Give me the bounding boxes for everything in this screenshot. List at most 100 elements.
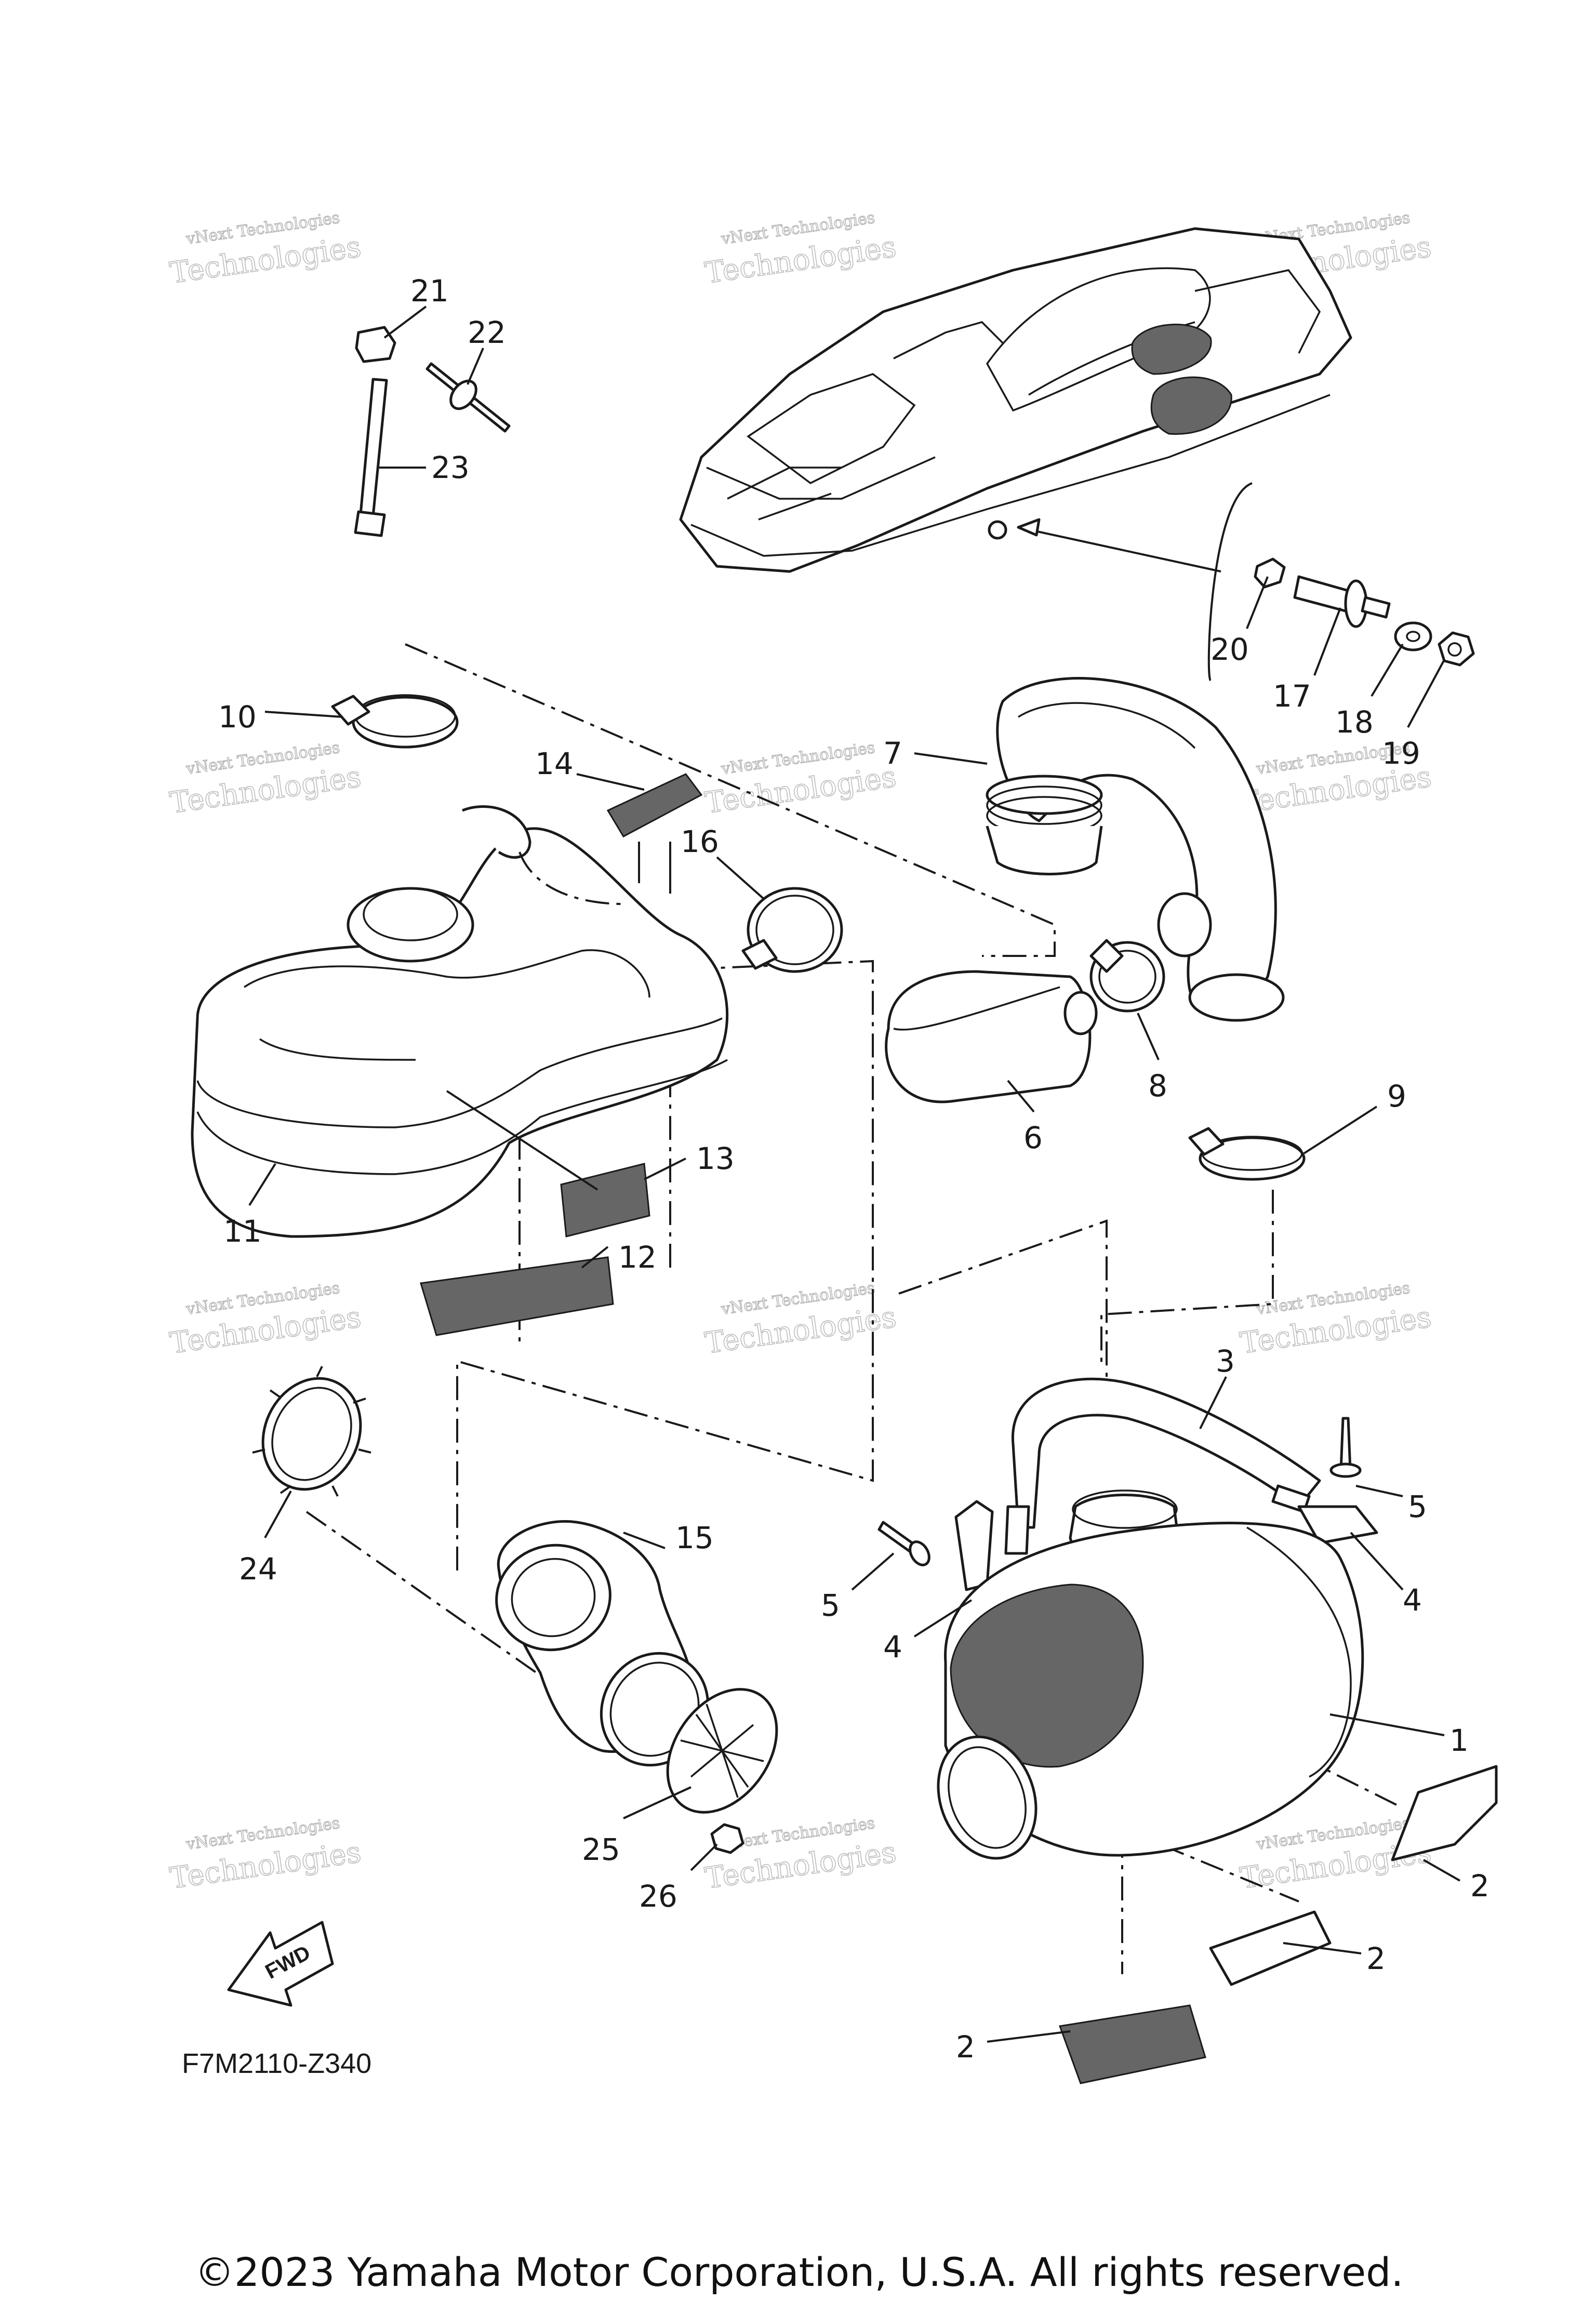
clamp-inner <box>755 895 834 965</box>
hull <box>679 227 1352 573</box>
drain-plug-location <box>988 520 1007 540</box>
seat <box>986 267 1211 412</box>
part-13-foam <box>560 1163 650 1238</box>
fitting-assembly <box>1254 557 1475 667</box>
air-box-seam <box>196 1059 728 1175</box>
part-12-pad <box>420 1256 614 1336</box>
retainer-tabs <box>252 1366 371 1497</box>
part-5-rivet-right <box>1339 1417 1352 1472</box>
leader-12 <box>581 1246 609 1269</box>
air-box-seam <box>196 1017 723 1128</box>
location-arrow <box>1018 526 1221 573</box>
air-box-panel-line <box>259 1038 416 1061</box>
leader-11 <box>248 1163 276 1206</box>
callout-9: 9 <box>1387 1079 1406 1114</box>
callout-18: 18 <box>1335 704 1374 740</box>
callout-labels: 1 2 2 2 3 4 4 5 5 6 7 8 9 10 11 12 13 14… <box>218 273 1489 2065</box>
leader-7 <box>914 752 988 765</box>
callout-10: 10 <box>218 699 257 735</box>
callout-2: 2 <box>1366 1941 1386 1976</box>
foam-lead <box>638 842 671 894</box>
airbox-highlight-upper <box>1131 324 1212 375</box>
callout-22: 22 <box>468 315 506 350</box>
part-2-pad-lower <box>1058 2004 1206 2084</box>
clamp-screw <box>741 939 778 970</box>
watercraft-overview <box>679 227 1352 682</box>
callout-15: 15 <box>675 1520 714 1555</box>
clamp-screw <box>1188 1127 1225 1156</box>
filter-edge <box>893 986 1060 1031</box>
fwd-arrow: FWD <box>227 1921 334 2007</box>
washer-hole <box>1406 631 1420 642</box>
part-21-clip <box>355 326 396 363</box>
watermark: vNext Technologies Technologies <box>702 738 899 821</box>
inlet-inner <box>363 887 458 941</box>
retainer-inner <box>271 1387 352 1481</box>
leader-24 <box>264 1491 292 1538</box>
part-6-filter <box>885 970 1092 1103</box>
part-10-clamp <box>352 696 459 749</box>
callout-21: 21 <box>410 273 449 309</box>
leader-17 <box>1313 607 1341 676</box>
leader-4 <box>913 1599 973 1638</box>
nut-hole <box>1447 642 1462 657</box>
air-box-duct <box>462 805 531 859</box>
leader-22 <box>467 348 484 385</box>
callout-25: 25 <box>582 1832 620 1867</box>
part-9-clamp <box>1199 1136 1306 1181</box>
leader-25 <box>623 1786 691 1819</box>
part-18-washer <box>1394 621 1432 651</box>
callout-12: 12 <box>618 1240 657 1275</box>
leader-15 <box>623 1532 666 1549</box>
leader-19 <box>1407 659 1445 728</box>
hose-lower-cuff <box>1188 973 1285 1022</box>
cable-tie-assembly <box>354 326 511 537</box>
watermark: vNext Technologies Technologies <box>702 208 899 291</box>
part-4-bracket-left <box>954 1500 994 1591</box>
callout-5: 5 <box>821 1588 840 1623</box>
airbox-highlight-lower <box>1150 376 1232 435</box>
part-3-strap <box>1011 1377 1321 1529</box>
callout-26: 26 <box>639 1879 677 1914</box>
part-2-pad-middle <box>1209 1910 1332 1986</box>
part-24-retainer <box>261 1377 362 1491</box>
watermark: vNext Technologies Technologies <box>167 208 364 291</box>
leader-6 <box>1007 1080 1035 1113</box>
leader-13 <box>644 1158 686 1180</box>
leader-5 <box>1355 1485 1403 1497</box>
leader-2 <box>1283 1942 1362 1954</box>
watermark: vNext Technologies Technologies <box>167 1279 364 1361</box>
callout-6: 6 <box>1023 1120 1043 1155</box>
callout-4: 4 <box>1403 1582 1422 1618</box>
part-2-pad-upper <box>1391 1765 1498 1861</box>
hull-chine <box>690 394 1331 557</box>
callout-7: 7 <box>883 736 902 771</box>
assembly-line <box>405 643 1056 957</box>
callout-8: 8 <box>1148 1068 1167 1103</box>
strap-end <box>1004 1505 1030 1555</box>
callout-24: 24 <box>239 1551 277 1587</box>
hose-cuff <box>986 775 1103 815</box>
rivet-head <box>1329 1462 1362 1478</box>
callout-19: 19 <box>1382 736 1420 771</box>
leader-2 <box>1423 1859 1460 1882</box>
leader-18 <box>1371 643 1404 697</box>
leader-3 <box>1199 1376 1227 1429</box>
air-intake-assembly <box>191 643 1498 2084</box>
hose-ring <box>986 786 1102 825</box>
handlebar <box>893 321 1004 360</box>
leader-14 <box>576 773 645 791</box>
leader-5 <box>851 1552 895 1591</box>
callout-4: 4 <box>883 1629 902 1665</box>
callout-3: 3 <box>1216 1343 1235 1379</box>
watermark: vNext Technologies Technologies <box>167 738 364 821</box>
callout-5: 5 <box>1408 1489 1427 1524</box>
filter-neck <box>1063 991 1098 1035</box>
deck-lines <box>727 467 842 521</box>
part-11-air-box <box>191 827 729 1238</box>
hood-line <box>706 456 936 500</box>
callout-17: 17 <box>1273 678 1311 714</box>
part-26-nut <box>710 1823 744 1854</box>
elbow-inlet-inner <box>511 1558 596 1638</box>
